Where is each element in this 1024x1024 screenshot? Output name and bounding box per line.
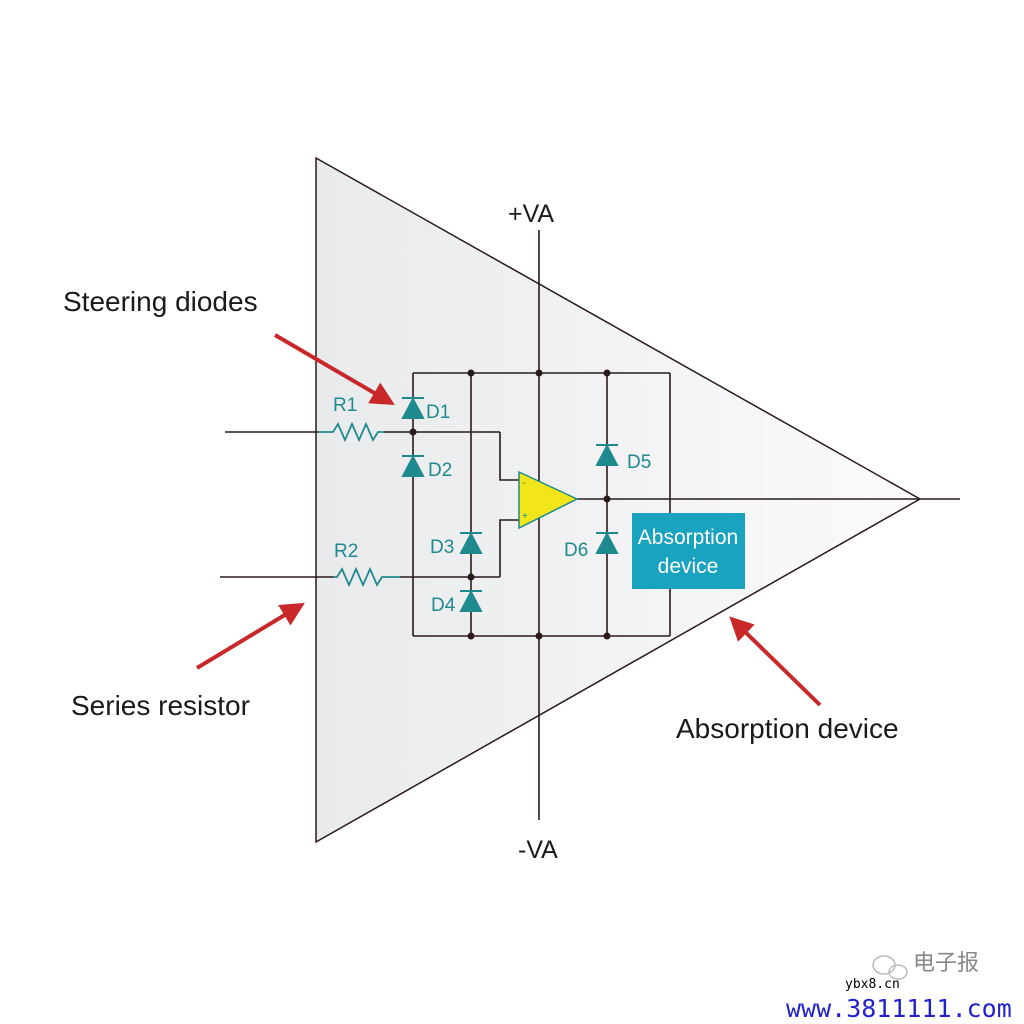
absorption-device-label: Absorption device (676, 713, 899, 744)
callout-arrows (195, 333, 822, 707)
d3-label: D3 (430, 537, 454, 558)
resistor-r1 (318, 421, 384, 443)
r2-label: R2 (334, 541, 358, 562)
arrow-absorption-device (729, 616, 822, 707)
amplifier-triangle-outline (315, 156, 922, 844)
diode-d4 (459, 589, 483, 612)
diode-d5 (595, 443, 619, 466)
watermark-site-small: ybx8.cn (845, 977, 900, 992)
resistor-r2 (334, 566, 400, 588)
pos-supply-label: +VA (508, 200, 554, 228)
arrow-series-resistor (195, 602, 305, 670)
diodes (401, 396, 619, 612)
watermark-brand: 电子报 (913, 951, 980, 976)
d6-label: D6 (564, 540, 588, 561)
absorption-box-line2: device (658, 555, 719, 578)
series-resistor-label: Series resistor (71, 690, 250, 721)
steering-diodes-label: Steering diodes (63, 286, 258, 317)
opamp-minus: - (522, 478, 525, 489)
absorption-box-line1: Absorption (638, 526, 738, 549)
opamp-plus: + (522, 511, 528, 522)
d5-label: D5 (627, 452, 651, 473)
opamp (518, 470, 579, 530)
junction-dots (409, 369, 611, 640)
r1-label: R1 (333, 395, 357, 416)
wechat-icon (872, 955, 908, 980)
diode-d6 (595, 531, 619, 554)
resistors (318, 421, 400, 588)
d2-label: D2 (428, 460, 452, 481)
diode-d2 (401, 454, 425, 477)
diode-d1 (401, 396, 425, 419)
arrow-steering-diodes (273, 333, 395, 406)
watermark-site-large: www.3811111.com (786, 994, 1012, 1023)
neg-supply-label: -VA (518, 836, 558, 864)
absorption-device-box (632, 513, 745, 589)
diode-d3 (459, 531, 483, 554)
d4-label: D4 (431, 595, 456, 616)
d1-label: D1 (426, 402, 450, 423)
